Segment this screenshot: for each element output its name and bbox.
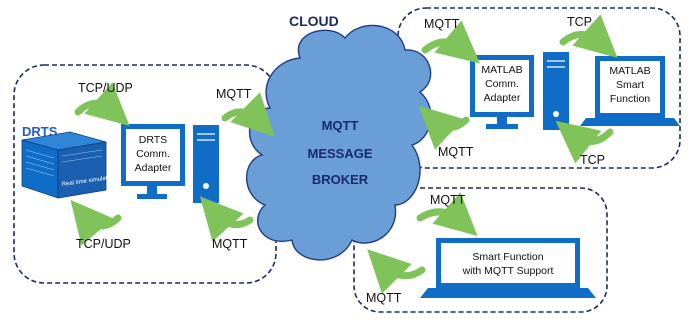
arrow-cloud-to-matlab [421, 20, 481, 64]
drts-device: DRTS Real time simulator [21, 124, 113, 199]
matlab-smart-line-1: MATLAB [609, 65, 650, 77]
matlab-smart-line-2: Smart [616, 79, 644, 91]
cloud-line-3: BROKER [312, 172, 369, 187]
label-rb-mqtt-bottom: MQTT [366, 291, 402, 305]
label-rb-mqtt-top: MQTT [430, 193, 466, 207]
matlab-adapter-line-2: Comm. [485, 78, 519, 90]
matlab-adapter-line-1: MATLAB [481, 64, 522, 76]
label-rt-tcp-top: TCP [567, 15, 592, 29]
arrow-adapter-to-cloud [221, 92, 275, 137]
arrow-cloud-to-mqtt-smart [416, 192, 478, 237]
mqtt-smart-laptop: Smart Function with MQTT Support [420, 238, 596, 298]
arrow-drts-to-adapter [74, 82, 130, 126]
drts-device-front [21, 139, 59, 199]
matlab-adapter-line-3: Adapter [484, 92, 521, 104]
drts-device-side [57, 141, 107, 199]
label-left-mqtt-top: MQTT [216, 87, 252, 101]
drts-adapter-tower [193, 125, 219, 203]
label-tcpudp-bottom: TCP/UDP [76, 237, 131, 251]
cloud-shape [245, 24, 432, 261]
arrow-mqtt-smart-to-cloud [367, 249, 426, 294]
arrow-adapter-to-smart [559, 14, 618, 59]
label-left-mqtt-bottom: MQTT [212, 237, 248, 251]
label-rt-mqtt-bottom: MQTT [438, 145, 474, 159]
drts-adapter-line-2: Comm. [136, 148, 170, 160]
arrow-matlab-to-cloud [418, 105, 470, 150]
mqtt-smart-line-2: with MQTT Support [462, 265, 554, 277]
matlab-smart-laptop: MATLAB Smart Function [580, 56, 680, 126]
drts-device-grill [25, 149, 103, 177]
cloud-title: CLOUD [289, 13, 339, 29]
label-tcpudp-top: TCP/UDP [78, 81, 133, 95]
arrow-smart-to-adapter [555, 120, 614, 164]
drts-adapter-monitor: DRTS Comm. Adapter [121, 124, 185, 199]
cloud-line-2: MESSAGE [307, 146, 372, 161]
drts-adapter-line-3: Adapter [135, 162, 172, 174]
matlab-adapter-tower [543, 52, 569, 130]
label-rt-mqtt-top: MQTT [424, 17, 460, 31]
matlab-adapter-monitor: MATLAB Comm. Adapter [470, 55, 534, 129]
arrow-cloud-to-adapter [199, 196, 254, 242]
right-bottom-group-box [353, 187, 608, 313]
label-rt-tcp-bottom: TCP [580, 153, 605, 167]
cloud-line-1: MQTT [322, 118, 359, 133]
matlab-smart-line-3: Function [610, 93, 650, 105]
arrow-adapter-to-drts [70, 199, 122, 246]
mqtt-smart-line-1: Smart Function [472, 251, 543, 263]
drts-adapter-line-1: DRTS [139, 134, 167, 146]
